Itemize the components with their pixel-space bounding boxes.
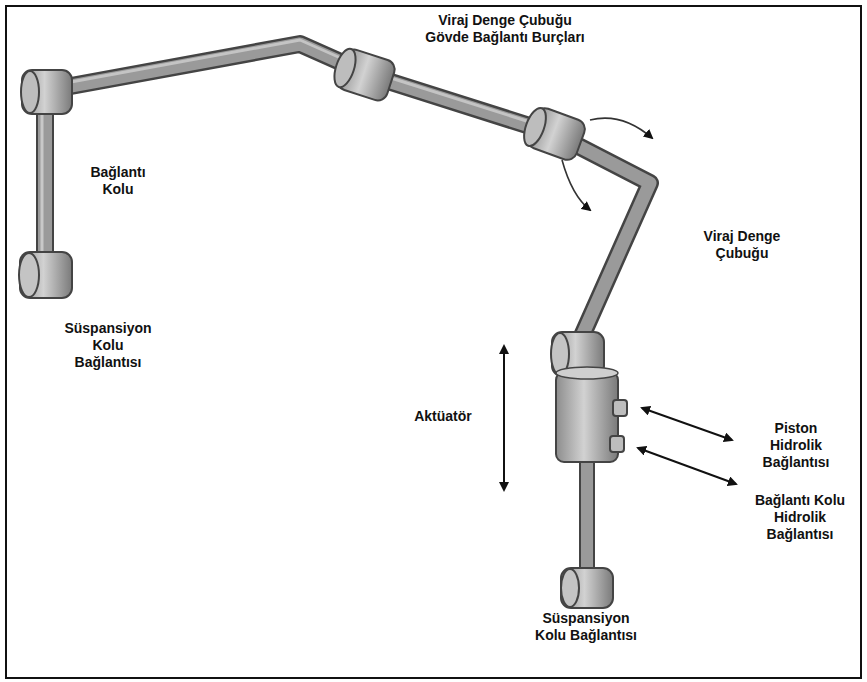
part-label: Süspansiyon Kolu Bağlantısı — [530, 610, 642, 644]
part-label: Süspansiyon Kolu Bağlantısı — [58, 320, 158, 371]
body-bushing — [330, 46, 397, 103]
frame — [6, 6, 861, 678]
part-label: Viraj Denge Çubuğu — [692, 228, 792, 262]
part-label: Aktüatör — [398, 408, 488, 425]
body-bushing — [520, 105, 588, 162]
part-label: Bağlantı Kolu — [82, 164, 154, 198]
part-label: Viraj Denge Çubuğu Gövde Bağlantı Burçla… — [425, 12, 585, 46]
link-eye — [21, 70, 72, 114]
rotation-arrow — [562, 118, 652, 210]
suspension-arm-eye — [19, 252, 72, 298]
leader-arrow — [504, 346, 736, 490]
part-label: Piston Hidrolik Bağlantısı — [752, 420, 840, 471]
link-rod — [37, 105, 53, 265]
actuator — [551, 332, 627, 608]
part-label: Bağlantı Kolu Hidrolik Bağlantısı — [743, 492, 857, 543]
stabilizer-bar — [60, 40, 650, 345]
